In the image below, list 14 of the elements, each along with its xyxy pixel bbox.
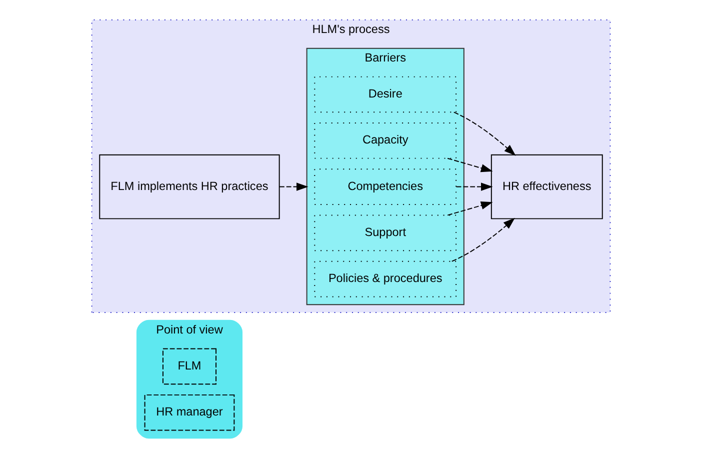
node-box: Policies & procedures bbox=[314, 260, 457, 298]
arrow bbox=[453, 112, 516, 156]
arrow bbox=[279, 182, 308, 191]
node-box: HR effectiveness bbox=[490, 154, 603, 220]
node-box: Support bbox=[314, 214, 457, 252]
node-box: Capacity bbox=[314, 122, 457, 159]
arrow bbox=[447, 201, 493, 216]
arrow bbox=[456, 182, 493, 191]
node-box: Competencies bbox=[314, 168, 457, 205]
node-box: Desire bbox=[314, 76, 457, 113]
node-box: FLM bbox=[162, 348, 216, 385]
node-box: FLM implements HR practices bbox=[99, 154, 280, 220]
node-box: HR manager bbox=[144, 394, 235, 431]
arrow bbox=[447, 158, 493, 172]
